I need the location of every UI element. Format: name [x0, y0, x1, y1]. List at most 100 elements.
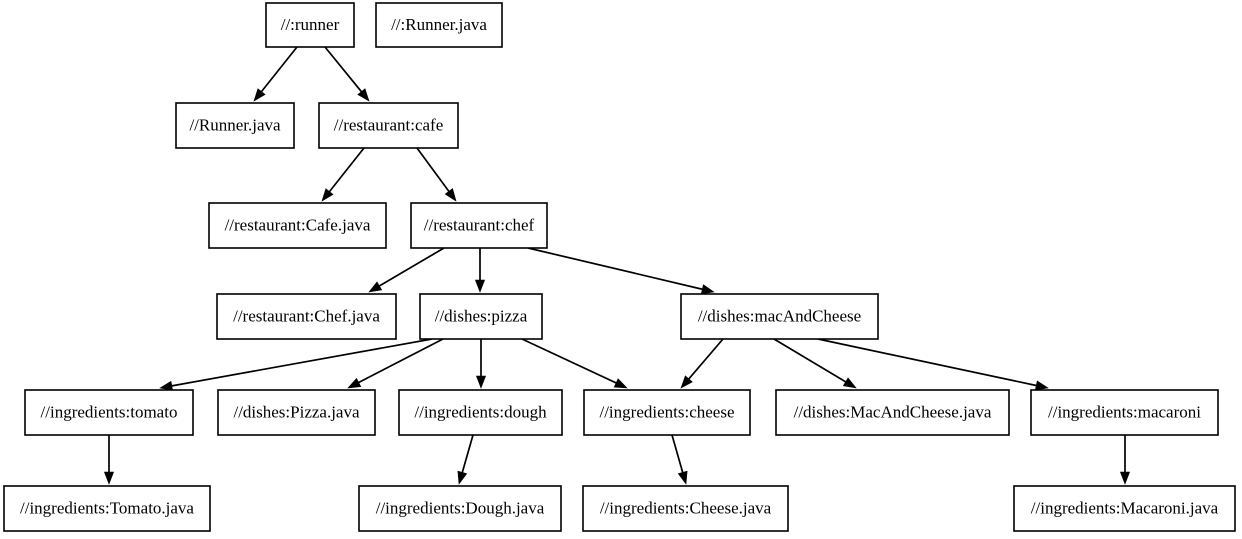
node-box[interactable] — [175, 102, 295, 149]
edge-arrowhead-icon — [347, 377, 362, 389]
node-box[interactable] — [583, 389, 751, 436]
graph-node-ing_macaroni[interactable]: //ingredients:macaroni — [1030, 389, 1219, 436]
edge-line — [378, 247, 445, 287]
node-box[interactable] — [318, 102, 459, 149]
edge-line — [688, 338, 724, 380]
graph-node-dishes_pizza_java[interactable]: //dishes:Pizza.java — [217, 389, 376, 436]
edge-arrowhead-icon — [613, 378, 628, 389]
graph-edge — [521, 338, 628, 389]
graph-node-restaurant_chef[interactable]: //restaurant:chef — [410, 202, 548, 249]
edge-line — [328, 147, 365, 193]
graph-node-ing_macaroni_java[interactable]: //ingredients:Macaroni.java — [1013, 485, 1236, 532]
graph-edge — [773, 338, 857, 389]
graph-node-dishes_mac_java[interactable]: //dishes:MacAndCheese.java — [775, 389, 1010, 436]
node-label: //dishes:pizza — [435, 306, 528, 325]
graph-edge — [253, 46, 298, 102]
edge-arrowhead-icon — [1034, 380, 1049, 391]
node-label: //ingredients:macaroni — [1048, 402, 1201, 421]
edge-arrowhead-icon — [457, 470, 468, 485]
node-box[interactable] — [358, 485, 562, 532]
node-box[interactable] — [1030, 389, 1219, 436]
edge-arrowhead-icon — [357, 88, 370, 102]
node-box[interactable] — [217, 389, 376, 436]
graph-edge — [474, 248, 486, 293]
graph-edge — [324, 46, 370, 102]
graph-node-restaurant_cafe[interactable]: //restaurant:cafe — [318, 102, 459, 149]
edge-arrowhead-icon — [680, 375, 693, 389]
graph-edge — [527, 247, 715, 295]
edge-line — [358, 338, 444, 384]
node-label: //Runner.java — [189, 115, 281, 134]
node-label: //ingredients:Tomato.java — [20, 498, 194, 517]
edge-arrowhead-icon — [253, 88, 266, 102]
edge-arrowhead-icon — [321, 188, 334, 202]
node-box[interactable] — [24, 389, 194, 436]
graph-node-runner[interactable]: //:runner — [265, 2, 355, 48]
edge-line — [521, 338, 617, 384]
node-box[interactable] — [208, 202, 387, 249]
edge-line — [171, 338, 433, 387]
node-box[interactable] — [1013, 485, 1236, 532]
node-label: //ingredients:Macaroni.java — [1031, 498, 1219, 517]
graph-edge — [671, 434, 688, 485]
graph-node-runner_java[interactable]: //Runner.java — [175, 102, 295, 149]
edge-arrowhead-icon — [103, 471, 115, 485]
node-box[interactable] — [410, 202, 548, 249]
node-box[interactable] — [375, 2, 503, 48]
node-label: //:Runner.java — [391, 15, 487, 34]
graph-node-ing_tomato[interactable]: //ingredients:tomato — [24, 389, 194, 436]
node-label: //dishes:macAndCheese — [698, 306, 861, 325]
nodes-layer: //:runner //:Runner.java //Runner.java //re… — [3, 2, 1236, 532]
node-box[interactable] — [398, 389, 563, 436]
node-label: //ingredients:Cheese.java — [600, 498, 772, 517]
edge-arrowhead-icon — [368, 281, 383, 293]
edge-line — [773, 338, 847, 383]
graph-edge — [159, 338, 433, 391]
graph-node-dishes_pizza[interactable]: //dishes:pizza — [419, 293, 543, 340]
graph-node-ing_cheese[interactable]: //ingredients:cheese — [583, 389, 751, 436]
node-label: //dishes:MacAndCheese.java — [794, 402, 992, 421]
edge-line — [817, 338, 1037, 387]
graph-edge — [457, 434, 474, 485]
node-box[interactable] — [265, 2, 355, 48]
edge-arrowhead-icon — [700, 284, 715, 295]
edge-arrowhead-icon — [159, 380, 173, 391]
node-box[interactable] — [216, 293, 397, 340]
graph-node-ing_dough_java[interactable]: //ingredients:Dough.java — [358, 485, 562, 532]
edge-line — [527, 247, 703, 291]
edge-line — [461, 434, 474, 473]
graph-edge — [475, 339, 487, 389]
edge-arrowhead-icon — [474, 279, 486, 293]
graph-edge — [1119, 435, 1131, 485]
graph-edge — [817, 338, 1049, 391]
graph-node-restaurant_chef_java[interactable]: //restaurant:Chef.java — [216, 293, 397, 340]
node-label: //ingredients:tomato — [41, 402, 178, 421]
node-box[interactable] — [680, 293, 879, 340]
node-box[interactable] — [3, 485, 211, 532]
graph-edge — [103, 435, 115, 485]
edge-arrowhead-icon — [444, 188, 457, 202]
graph-node-ing_dough[interactable]: //ingredients:dough — [398, 389, 563, 436]
edge-arrowhead-icon — [842, 377, 857, 389]
node-label: //restaurant:cafe — [334, 115, 444, 134]
node-box[interactable] — [419, 293, 543, 340]
edge-arrowhead-icon — [1119, 471, 1131, 485]
graph-edge — [680, 338, 724, 389]
graph-node-dishes_macandcheese[interactable]: //dishes:macAndCheese — [680, 293, 879, 340]
graph-node-ing_tomato_java[interactable]: //ingredients:Tomato.java — [3, 485, 211, 532]
node-label: //ingredients:Dough.java — [376, 498, 545, 517]
node-label: //:runner — [281, 15, 340, 34]
node-box[interactable] — [775, 389, 1010, 436]
node-label: //ingredients:dough — [414, 402, 547, 421]
edge-arrowhead-icon — [677, 470, 688, 485]
edge-line — [416, 147, 450, 192]
node-box[interactable] — [582, 485, 789, 532]
node-label: //restaurant:chef — [424, 215, 535, 234]
node-label: //restaurant:Cafe.java — [225, 215, 371, 234]
graph-node-ing_cheese_java[interactable]: //ingredients:Cheese.java — [582, 485, 789, 532]
graph-node-runner_java_root[interactable]: //:Runner.java — [375, 2, 503, 48]
graph-node-restaurant_cafe_java[interactable]: //restaurant:Cafe.java — [208, 202, 387, 249]
edge-line — [324, 46, 363, 93]
